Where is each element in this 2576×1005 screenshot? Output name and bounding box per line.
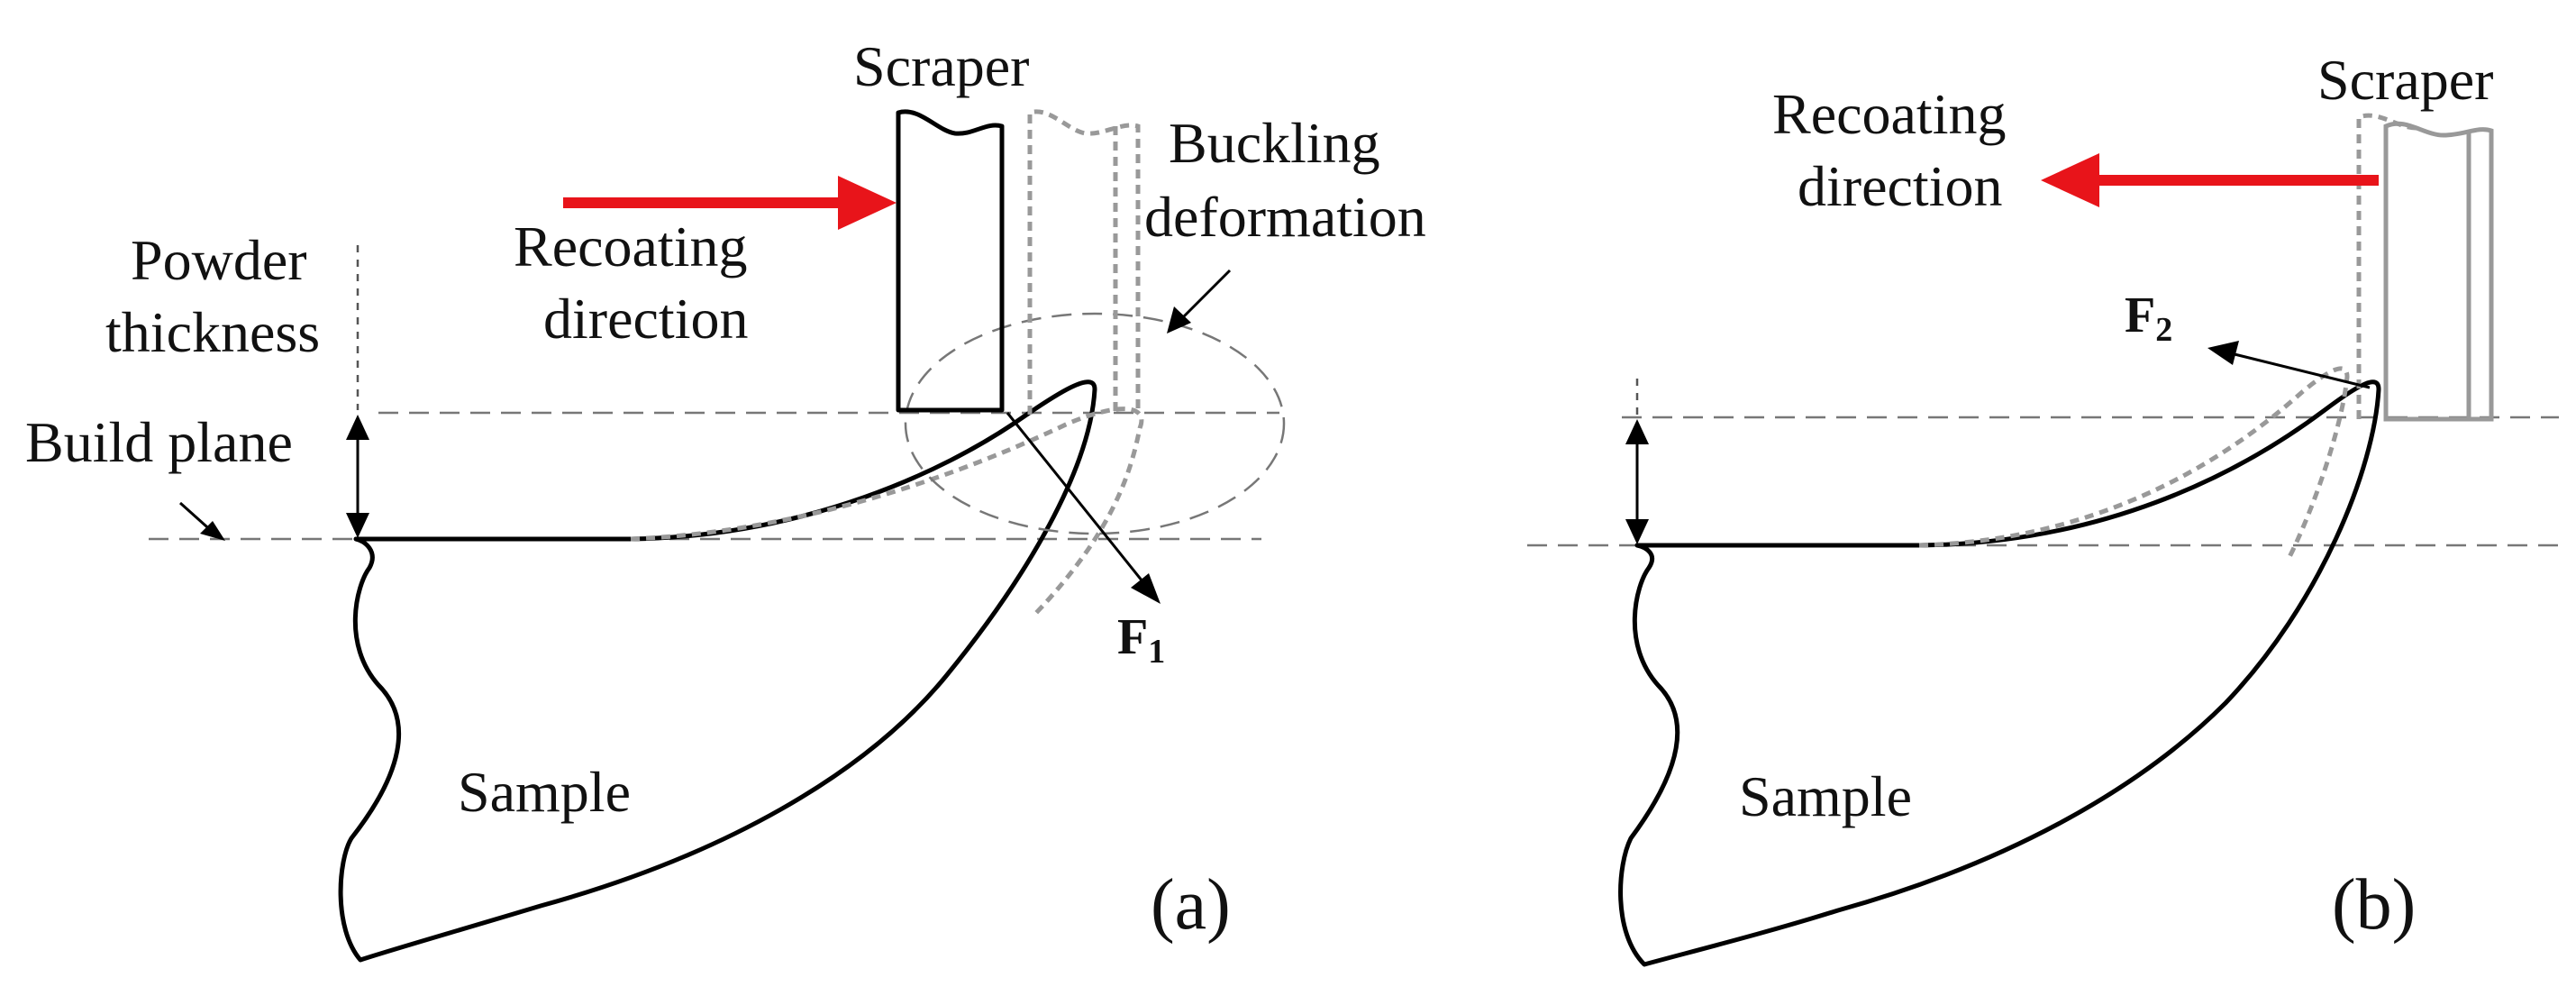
scraper-deformed-a <box>1027 109 1141 415</box>
scraper-b <box>2383 121 2494 422</box>
force-f2-main: F <box>2125 288 2155 343</box>
force-f1-label: F1 <box>1117 609 1165 671</box>
scraper-label-b: Scraper <box>2317 48 2493 112</box>
recoating-label-a-line1: Recoating <box>514 215 747 279</box>
powder-thickness-arrowhead-top-a <box>346 415 369 440</box>
scraper-a <box>896 109 1005 413</box>
sample-label-a: Sample <box>458 760 631 824</box>
sample-label-b: Sample <box>1739 764 1912 828</box>
sample-outline-b <box>1618 379 2381 967</box>
sample-deformed-outline-b <box>1918 366 2350 561</box>
buckling-label-line1: Buckling <box>1169 111 1380 175</box>
powder-thickness-label-line2: thickness <box>105 300 320 364</box>
force-f2-label: F2 <box>2125 288 2172 349</box>
force-f2-sub: 2 <box>2155 311 2172 349</box>
buckling-region-ellipse-a <box>904 312 1286 535</box>
force-f2-arrow <box>2234 352 2371 389</box>
recoating-label-b-line1: Recoating <box>1772 82 2006 146</box>
panel-a: Scraper Recoating direction Buckling def… <box>25 34 1426 963</box>
panel-b: Scraper Recoating direction F2 Sample (b… <box>1527 48 2559 967</box>
powder-thickness-label-line1: Powder <box>131 228 307 292</box>
force-f1-main: F <box>1117 609 1148 665</box>
recoating-arrow-head-b <box>2041 153 2099 207</box>
buckling-pointer-head-a <box>1167 306 1191 333</box>
sample-outline-a <box>338 379 1097 963</box>
panel-label-a: (a) <box>1151 865 1231 945</box>
force-f1-sub: 1 <box>1148 633 1165 671</box>
recoating-arrow-head-a <box>838 176 897 230</box>
powder-thickness-arrowhead-bottom-b <box>1625 519 1649 544</box>
sample-deformed-outline-a <box>630 407 1144 615</box>
build-plane-label: Build plane <box>25 410 293 474</box>
panel-label-b: (b) <box>2332 865 2416 945</box>
scraper-deformed-b <box>2356 113 2417 419</box>
scraper-label-a: Scraper <box>853 34 1029 98</box>
recoating-label-b-line2: direction <box>1798 154 2002 218</box>
force-f2-arrowhead <box>2207 341 2239 365</box>
build-plane-pointer-head-a <box>200 521 225 541</box>
buckling-pointer-a <box>1179 269 1232 322</box>
force-f1-arrowhead <box>1131 573 1161 604</box>
buckling-label-line2: deformation <box>1144 185 1426 249</box>
powder-thickness-arrowhead-bottom-a <box>346 513 369 538</box>
powder-thickness-arrowhead-top-b <box>1625 419 1649 444</box>
recoating-label-a-line2: direction <box>543 287 748 351</box>
force-f1-arrow <box>1006 412 1144 582</box>
